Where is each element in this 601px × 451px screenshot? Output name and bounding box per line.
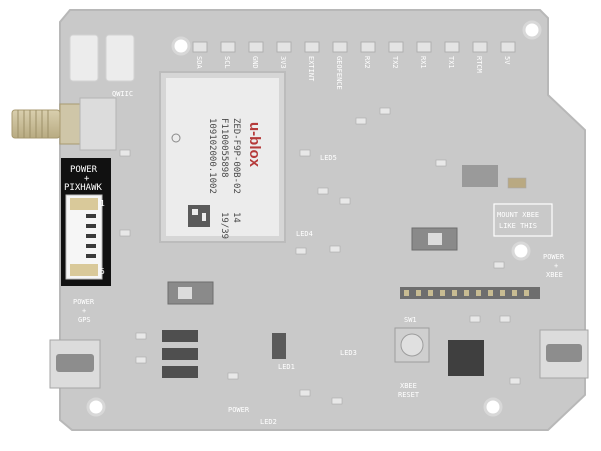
ic-chip	[462, 165, 498, 187]
header-pad	[500, 41, 516, 53]
module-code: 109102000.1002	[207, 118, 217, 194]
header-label: RX1	[419, 56, 427, 69]
power-led-label: POWER	[228, 406, 250, 414]
qr-code	[188, 205, 210, 227]
reset-label-2: RESET	[398, 391, 420, 399]
usb-connector-left	[49, 339, 101, 389]
diode	[162, 330, 198, 342]
pixhawk-label-3: PIXHAWK	[64, 183, 103, 193]
module-serial: F1100055898	[219, 118, 229, 178]
header-label: RX2	[363, 56, 371, 69]
ic-chip	[448, 340, 484, 376]
header-label: 5V	[503, 56, 511, 65]
header-label-row: SDA SCL GND 3V3 EXTINT GEOFENCE RX2 TX2 RX1 TX1 RT…	[192, 41, 516, 90]
ic-chip	[272, 333, 286, 359]
module-revision: 14	[231, 212, 241, 223]
gnss-module: u-blox ZED-F9P-00B-02 F1100055898 109102…	[159, 71, 286, 243]
diode	[162, 366, 198, 378]
header-pad	[220, 41, 236, 53]
power-xbee-1: POWER	[543, 253, 565, 261]
mount-hole	[171, 36, 191, 56]
header-pad	[416, 41, 432, 53]
header-label: TX2	[391, 56, 399, 69]
led3-label: LED3	[340, 349, 357, 357]
mount-hole	[511, 241, 531, 261]
diode	[162, 348, 198, 360]
header-pad	[360, 41, 376, 53]
qwiic-connector	[105, 34, 135, 82]
mount-hole	[86, 397, 106, 417]
led5-label: LED5	[320, 154, 337, 162]
reset-button	[394, 327, 430, 363]
header-label: RTCM	[475, 56, 483, 73]
led4-label: LED4	[296, 230, 313, 238]
pixhawk-pin-5: 5	[100, 267, 105, 276]
header-pad	[248, 41, 264, 53]
header-pad	[304, 41, 320, 53]
module-brand: u-blox	[246, 122, 263, 168]
qwiic-label: QWIIC	[112, 90, 133, 98]
pixhawk-label-2: +	[84, 174, 90, 184]
led1-label: LED1	[278, 363, 295, 371]
pixhawk-connector-highlight	[61, 158, 111, 286]
header-pad	[388, 41, 404, 53]
header-pad	[276, 41, 292, 53]
header-pad	[472, 41, 488, 53]
mount-hole	[483, 397, 503, 417]
power-gps-1: POWER	[73, 298, 95, 306]
module-date: 19/39	[219, 212, 229, 239]
power-gps-2: +	[82, 307, 86, 315]
header-label: GND	[251, 56, 259, 69]
power-xbee-3: XBEE	[546, 271, 563, 279]
sw1-label: SW1	[404, 316, 417, 324]
power-xbee-2: +	[554, 262, 558, 270]
module-part: ZED-F9P-00B-02	[231, 118, 241, 194]
usb-connector-right	[539, 329, 589, 379]
header-label: EXTINT	[307, 56, 315, 82]
led2-label: LED2	[260, 418, 277, 426]
sma-connector	[11, 97, 117, 151]
header-label: SCL	[223, 56, 231, 69]
mount-xbee-2: LIKE THIS	[499, 222, 537, 230]
qwiic-connector	[69, 34, 99, 82]
reset-label-1: XBEE	[400, 382, 417, 390]
power-gps-3: GPS	[78, 316, 91, 324]
header-label: 3V3	[279, 56, 287, 69]
mount-hole	[522, 20, 542, 40]
mount-xbee-1: MOUNT XBEE	[497, 211, 539, 219]
header-label: SDA	[195, 56, 203, 69]
header-label: GEOFENCE	[335, 56, 343, 90]
pixhawk-label-1: POWER	[70, 165, 98, 175]
smd-components	[119, 107, 527, 405]
header-pad	[332, 41, 348, 53]
header-pad	[192, 41, 208, 53]
header-pad	[444, 41, 460, 53]
pin-header	[400, 287, 540, 299]
pixhawk-pin-1: 1	[100, 199, 105, 208]
pcb-board	[59, 9, 586, 431]
header-label: TX1	[447, 56, 455, 69]
